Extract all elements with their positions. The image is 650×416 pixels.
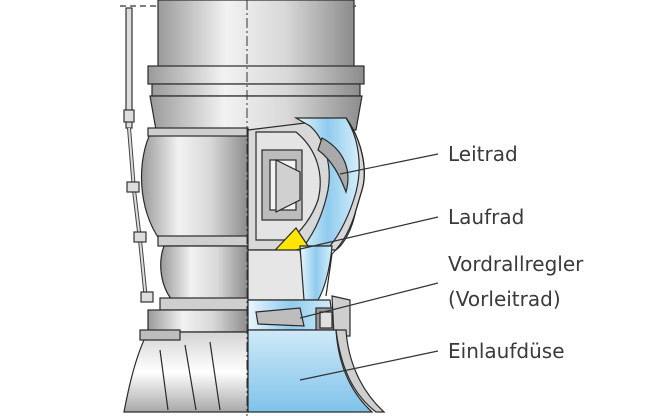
leader-line-vordrallregler [299, 282, 439, 319]
leader-line-leitrad [339, 153, 439, 175]
leader-line-einlaufduese [299, 350, 439, 381]
cutaway-section [247, 117, 386, 413]
motor-housing [147, 0, 365, 131]
preswirl-regulator [255, 307, 305, 327]
inlet-bell-exterior [123, 329, 249, 413]
guide-rod [123, 7, 154, 303]
leader-line-laufrad [295, 216, 439, 251]
leader-lines [295, 153, 439, 381]
label-leitrad: Leitrad [448, 142, 518, 166]
label-vorleitrad: (Vorleitrad) [448, 287, 561, 311]
label-laufrad: Laufrad [448, 205, 524, 229]
guide-vane-blade [317, 137, 349, 194]
label-einlaufduese: Einlaufdüse [448, 339, 565, 363]
label-vordrallregler: Vordrallregler [448, 252, 584, 276]
pump-body-exterior [140, 127, 249, 333]
